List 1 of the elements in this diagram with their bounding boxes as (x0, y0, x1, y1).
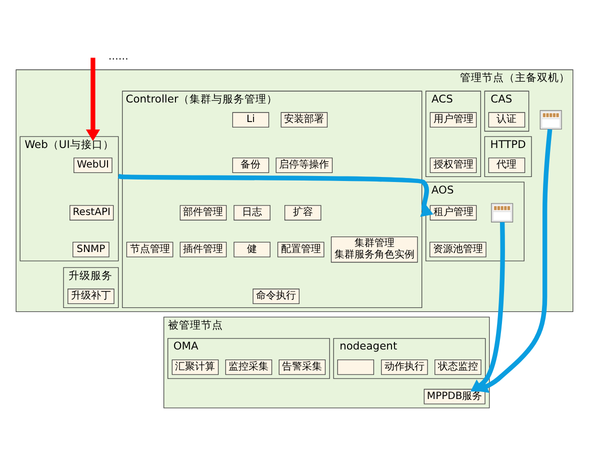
label: …… (108, 51, 128, 62)
